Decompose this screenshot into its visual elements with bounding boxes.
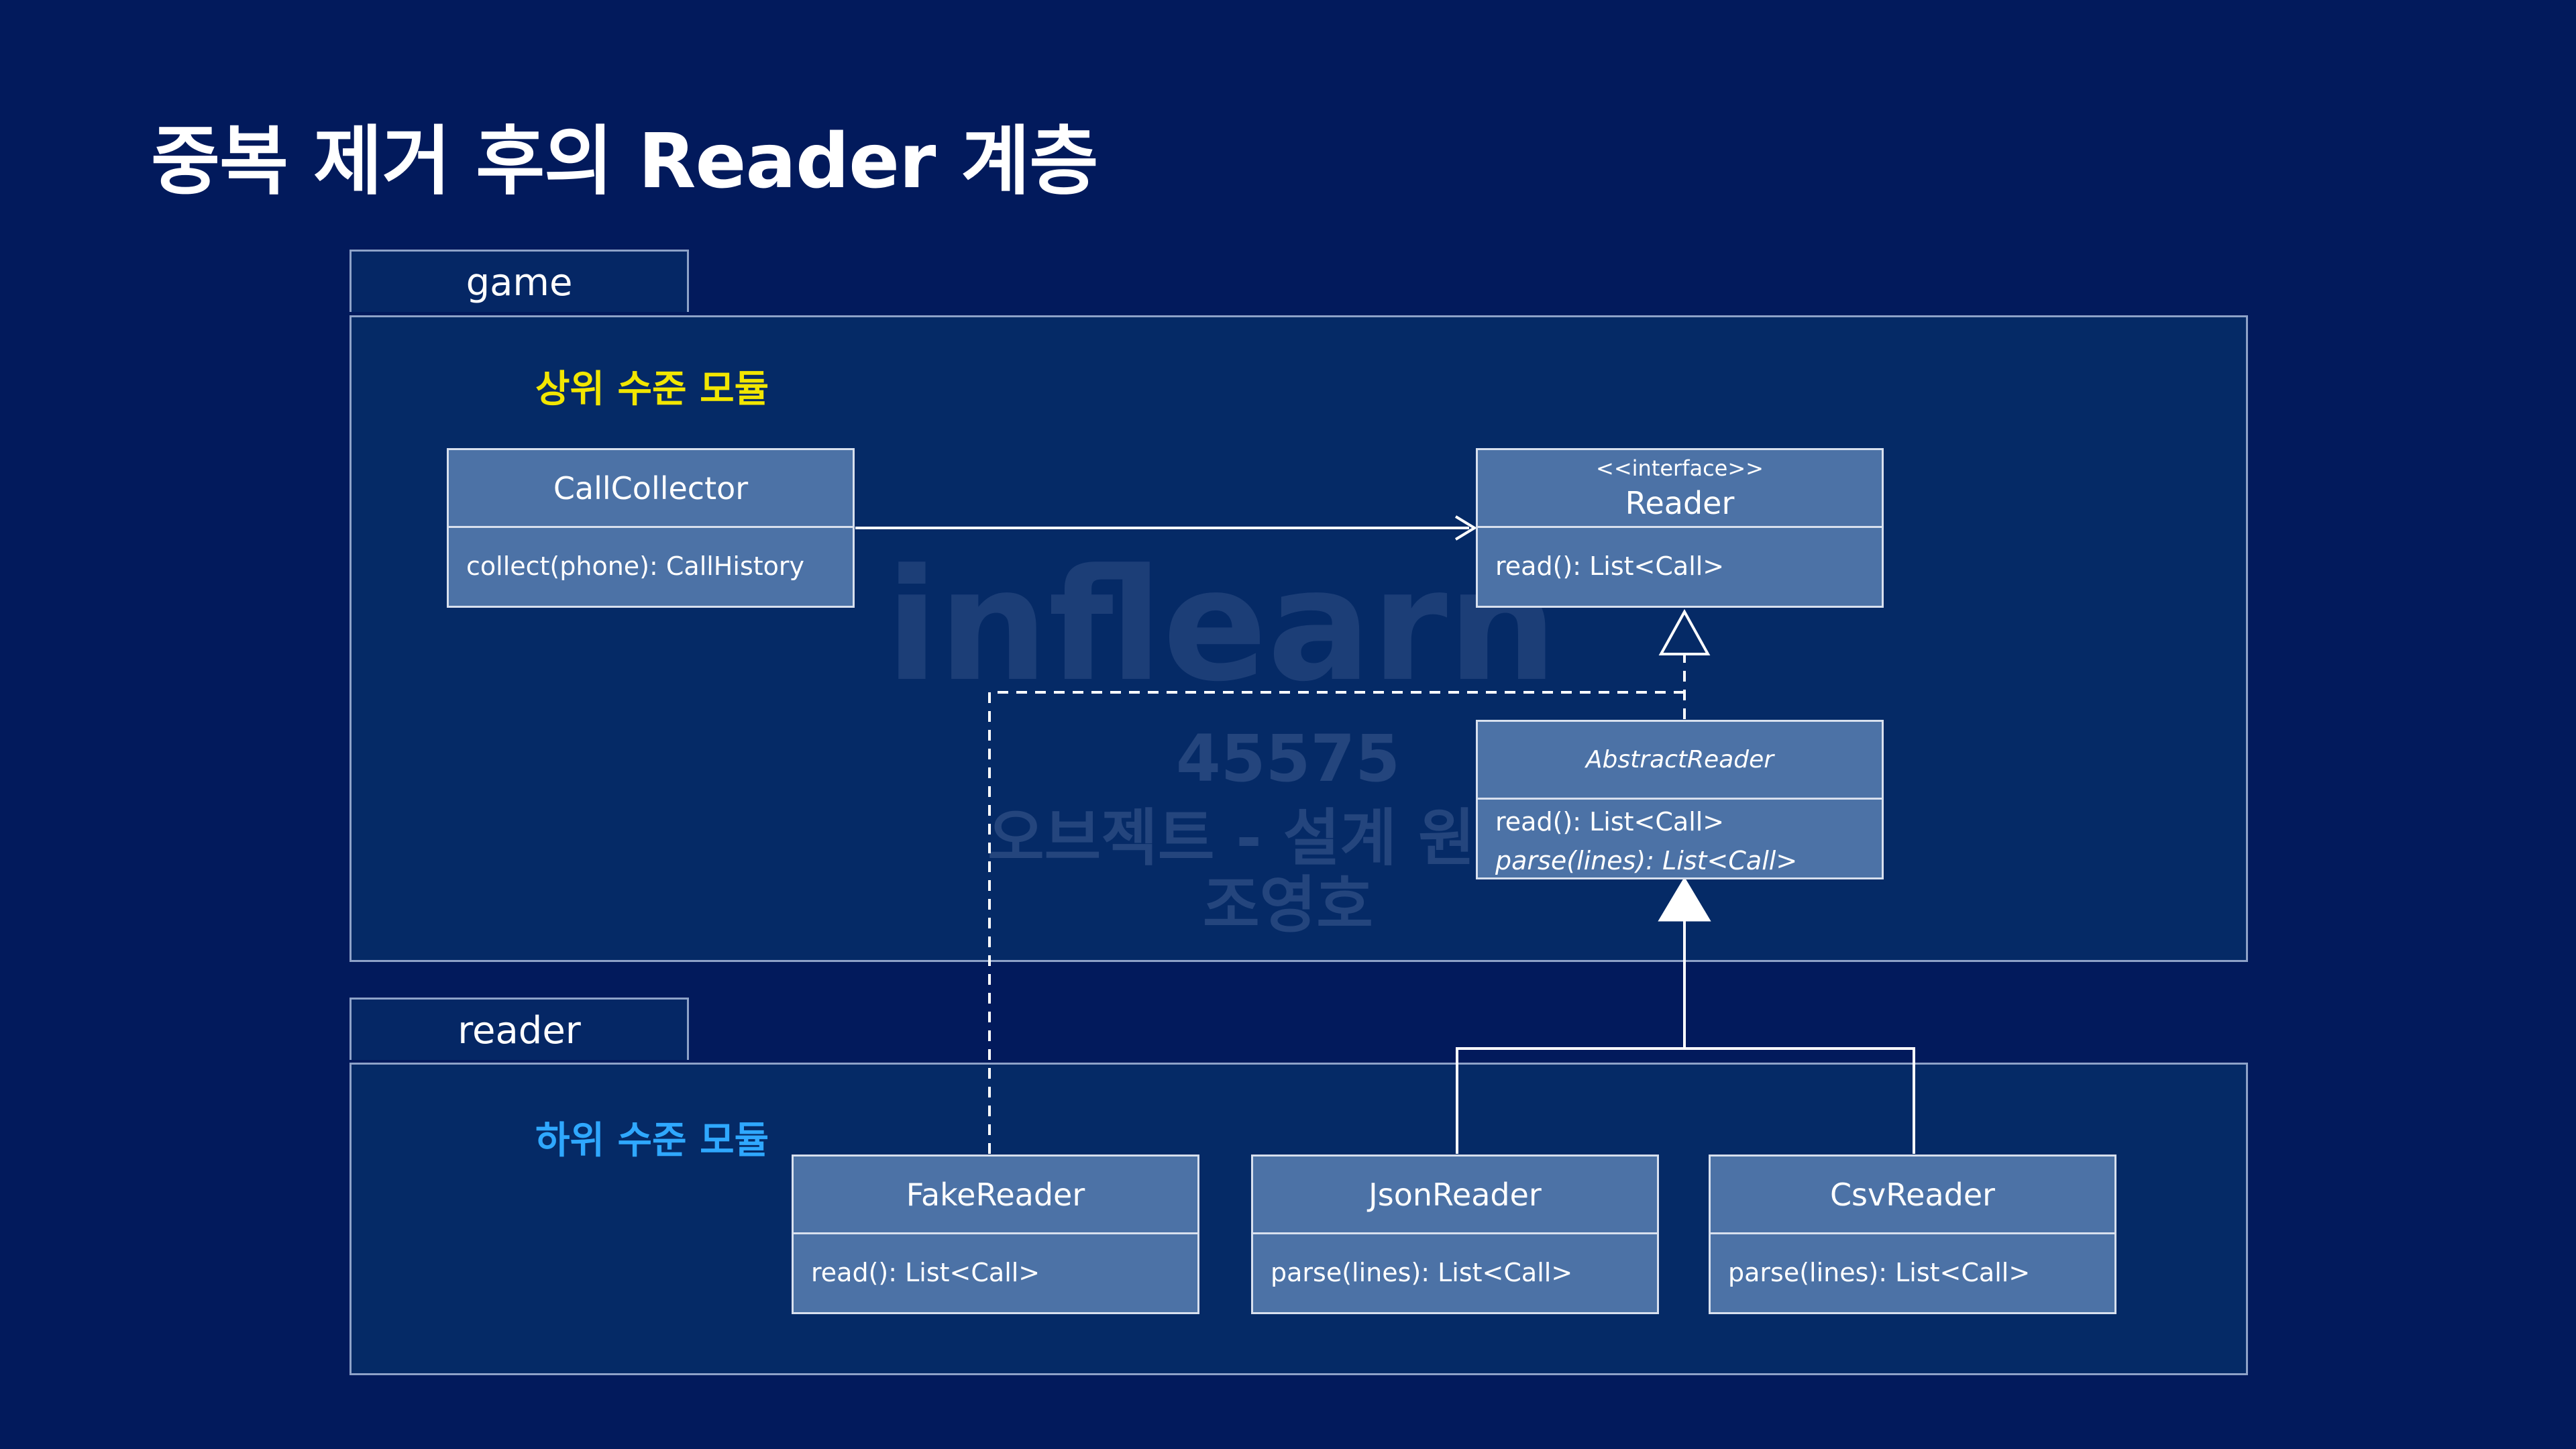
stereotype: <<interface>> <box>1596 455 1764 481</box>
method: read(): List<Call> <box>1495 551 1725 581</box>
class-name: FakeReader <box>906 1176 1085 1213</box>
class-name: CsvReader <box>1829 1176 1996 1213</box>
class-header: CallCollector <box>449 450 853 528</box>
class-members: collect(phone): CallHistory <box>449 528 853 586</box>
package-game <box>350 315 2248 962</box>
class-header: JsonReader <box>1253 1157 1657 1234</box>
class-members: read(): List<Call> <box>1478 528 1882 586</box>
low-level-module-label: 하위 수준 모듈 <box>535 1119 769 1163</box>
class-members: parse(lines): List<Call> <box>1711 1234 2114 1292</box>
class-name: Reader <box>1625 484 1735 521</box>
class-header: CsvReader <box>1711 1157 2114 1234</box>
method: collect(phone): CallHistory <box>466 551 805 581</box>
class-abstractreader: AbstractReader read(): List<Call> parse(… <box>1476 720 1884 879</box>
package-tab-reader: reader <box>350 998 689 1060</box>
watermark-author: 조영호 <box>1203 869 1373 941</box>
class-jsonreader: JsonReader parse(lines): List<Call> <box>1251 1155 1659 1314</box>
class-members: read(): List<Call> <box>794 1234 1197 1292</box>
class-name: AbstractReader <box>1585 746 1774 773</box>
class-name: CallCollector <box>553 470 749 506</box>
class-csvreader: CsvReader parse(lines): List<Call> <box>1709 1155 2116 1314</box>
class-header: AbstractReader <box>1478 722 1882 800</box>
association-arrowhead <box>1454 515 1477 541</box>
watermark-id: 45575 <box>1176 721 1400 796</box>
slide-title: 중복 제거 후의 Reader 계층 <box>151 118 1098 205</box>
watermark-logo: inflearn <box>885 537 1558 716</box>
class-header: FakeReader <box>794 1157 1197 1234</box>
abstract-method: parse(lines): List<Call> <box>1495 846 1798 875</box>
realization-triangle <box>1658 608 1711 655</box>
class-header: <<interface>> Reader <box>1478 450 1882 528</box>
method: parse(lines): List<Call> <box>1271 1258 1573 1287</box>
realization-line-fake <box>988 691 1684 1154</box>
method: read(): List<Call> <box>811 1258 1040 1287</box>
class-members: parse(lines): List<Call> <box>1253 1234 1657 1292</box>
high-level-module-label: 상위 수준 모듈 <box>535 368 769 411</box>
method: parse(lines): List<Call> <box>1728 1258 2031 1287</box>
class-fakereader: FakeReader read(): List<Call> <box>792 1155 1199 1314</box>
method: read(): List<Call> <box>1495 807 1725 837</box>
interface-reader: <<interface>> Reader read(): List<Call> <box>1476 448 1884 608</box>
class-members: read(): List<Call> parse(lines): List<Ca… <box>1478 800 1882 880</box>
generalization-triangle <box>1658 877 1711 922</box>
class-callcollector: CallCollector collect(phone): CallHistor… <box>447 448 855 608</box>
generalization-line-json <box>1456 1047 1915 1154</box>
package-tab-game: game <box>350 250 689 312</box>
class-name: JsonReader <box>1368 1176 1542 1213</box>
